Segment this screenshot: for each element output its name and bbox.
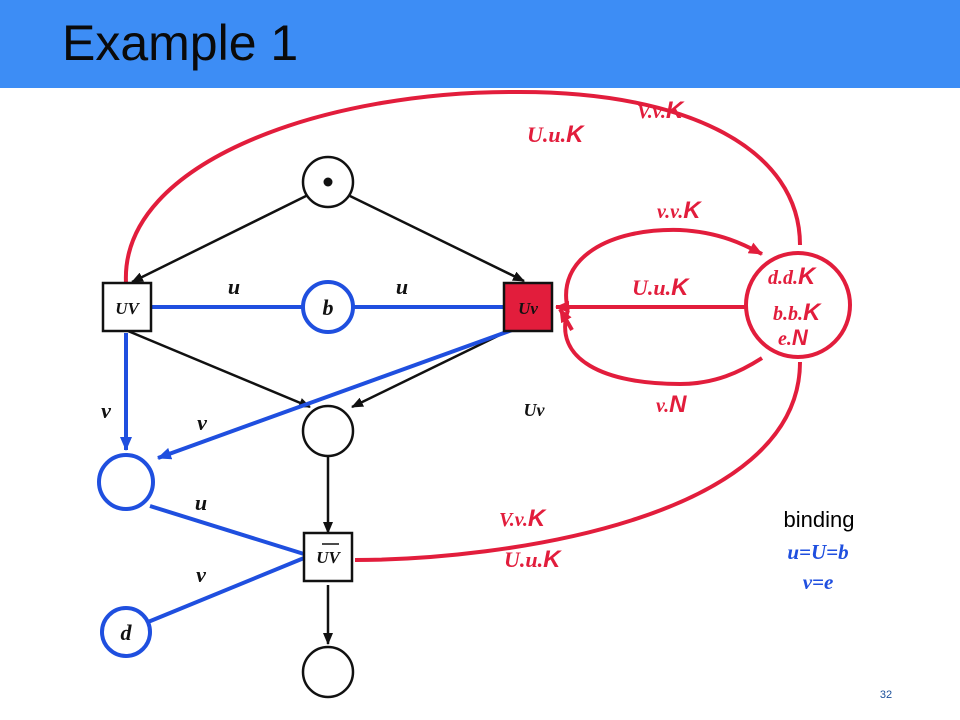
arc-label-u-right: u	[396, 274, 408, 299]
red-arc-bottom	[354, 361, 802, 562]
place-marking-e: e.N	[778, 325, 809, 350]
transition-UVbar-label: UV	[316, 548, 341, 567]
red-label-bot-Vv: V.v.K	[499, 505, 547, 532]
place-right-red	[744, 251, 852, 359]
transition-Uv-label: Uv	[518, 299, 538, 318]
arc-pl-to-UVbar	[149, 504, 305, 556]
red-label-Uu-mid: U.u.K	[632, 274, 690, 301]
red-label-bot-Uu: U.u.K	[504, 546, 562, 573]
place-marking-dd: d.d.K	[768, 263, 817, 290]
place-left-blue	[97, 453, 155, 511]
arc-Uv-to-p2	[351, 329, 509, 409]
place-bottom	[301, 645, 355, 699]
red-label-top-Vv: V.v.K	[637, 97, 685, 124]
red-arc-vvK	[564, 227, 763, 311]
arc-label-v-lower: v	[196, 562, 206, 587]
red-arc-vN	[563, 309, 764, 387]
binding-line2: v=e	[803, 570, 834, 594]
arc-label-v-down: v	[101, 398, 111, 423]
binding-heading: binding	[784, 507, 855, 532]
place-marking-bb: b.b.K	[773, 299, 822, 326]
red-arc-vN-head	[558, 308, 574, 331]
red-label-vN: v.N	[656, 391, 687, 418]
token-dot-icon	[323, 177, 333, 187]
arc-UV-to-p2	[127, 329, 311, 409]
arc-label-Uv-free: Uv	[524, 400, 546, 420]
binding-line1: u=U=b	[787, 540, 848, 564]
arc-label-v-diag: v	[197, 410, 207, 435]
arc-p1-to-UV	[131, 193, 309, 284]
arc-p1-to-Uv	[349, 194, 525, 283]
red-arc-top	[123, 89, 802, 284]
place-b	[301, 280, 355, 334]
red-label-top-Uu: U.u.K	[527, 121, 585, 148]
red-label-vvK: v.v.K	[657, 197, 702, 224]
arc-label-u-left: u	[228, 274, 240, 299]
transition-UVbar	[302, 531, 354, 583]
place-b-label: b	[323, 295, 334, 320]
transition-UV-label: UV	[115, 299, 140, 318]
arc-d-to-UVbar	[147, 556, 305, 624]
slide-title: Example 1	[62, 15, 299, 71]
arc-label-u-lower: u	[195, 490, 207, 515]
place-d-label: d	[121, 620, 133, 645]
arc-Uv-to-pl	[157, 328, 513, 460]
place-middle	[301, 404, 355, 458]
page-number: 32	[880, 689, 892, 701]
transition-UV	[101, 281, 153, 333]
transition-Uv	[502, 281, 554, 333]
title-bar	[0, 0, 960, 88]
place-d	[100, 606, 152, 658]
